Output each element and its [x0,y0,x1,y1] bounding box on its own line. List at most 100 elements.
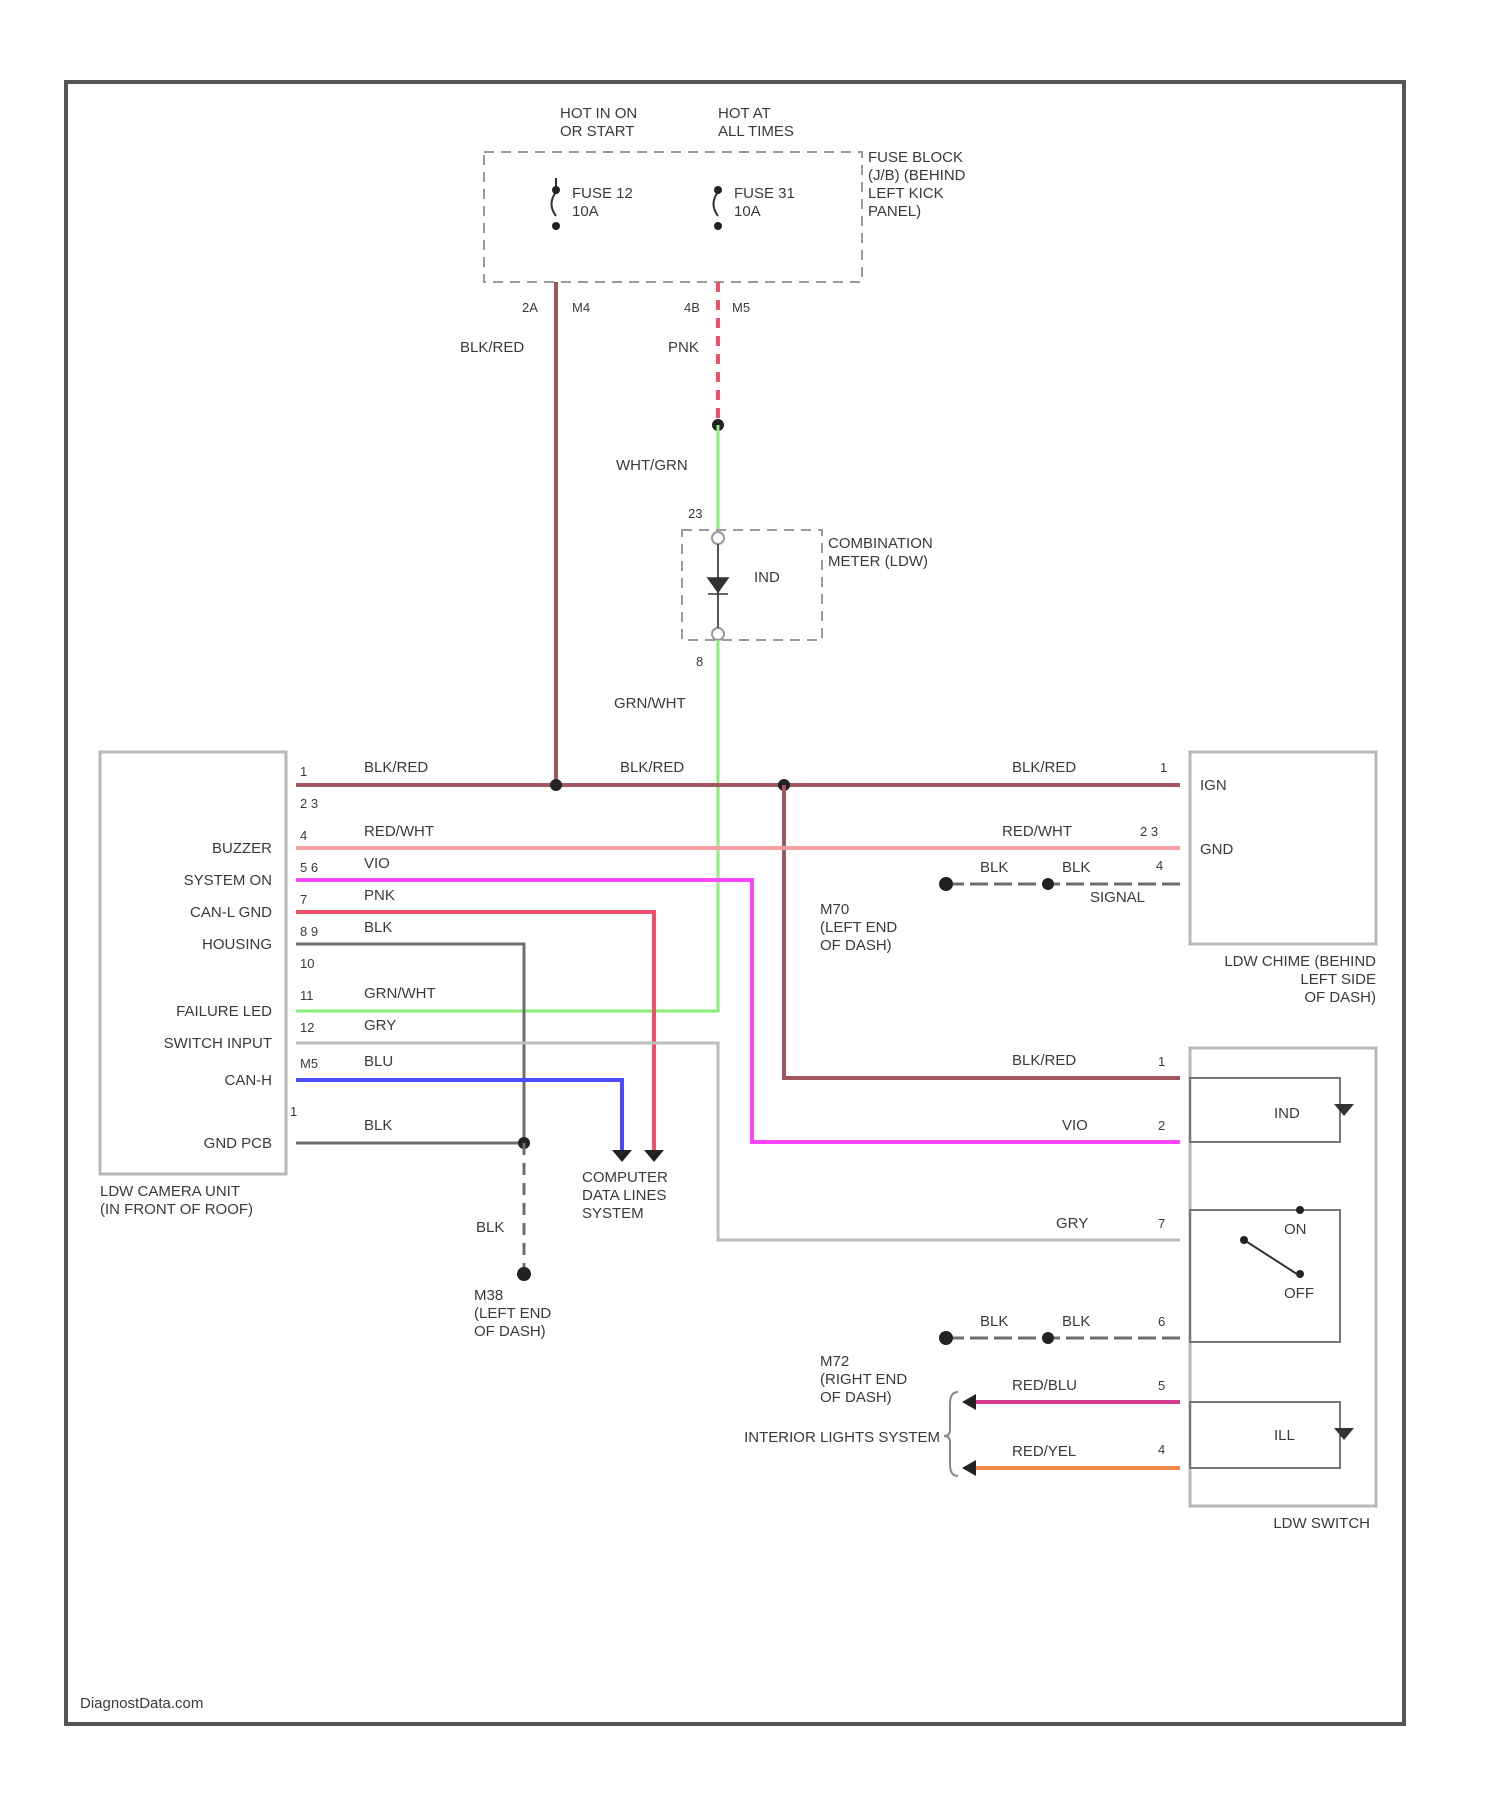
chime-signal-label: SIGNAL [1090,889,1145,906]
switch-contact-on [1296,1206,1304,1214]
camera-row-housing: HOUSING [202,936,272,953]
camera-pin-11: 11 [300,988,314,1003]
wire-label-blu: BLU [364,1053,393,1070]
fuse-pin-2a: 2A [522,300,538,315]
camera-row-buzzer: BUZZER [212,840,272,857]
ground-m70-icon [939,877,953,891]
fuse-a-icon [552,192,557,216]
wire-label-blk-red-a: BLK/RED [364,759,428,776]
switch-ill-led-icon [1334,1428,1354,1440]
interior-lights-bracket [944,1392,958,1476]
chime-pin-2-3: 2 3 [1140,824,1158,839]
camera-row-can-h: CAN-H [225,1072,273,1089]
wire-label-vio-a: VIO [364,855,390,872]
wire-label-blk-red-feed: BLK/RED [460,339,524,356]
switch-on-label: ON [1284,1221,1307,1238]
switch-ill-box [1190,1402,1340,1468]
chime-ign-label: IGN [1200,777,1227,794]
wire-label-blk-red-c: BLK/RED [1012,759,1076,776]
camera-pin-1-gnd: 1 [290,1104,297,1119]
fuse-a-terminal-top [552,186,560,194]
camera-pin-1: 1 [300,764,307,779]
switch-blade [1244,1240,1300,1276]
camera-pin-5-6: 5 6 [300,860,318,875]
wire-pnk-canl [296,912,654,1150]
camera-pin-8-9: 8 9 [300,924,318,939]
ldw-switch-label: LDW SWITCH [1273,1515,1370,1532]
chime-pin-1: 1 [1160,760,1167,775]
arrow-red-yel-icon [962,1460,976,1476]
switch-pin-5: 5 [1158,1378,1165,1393]
wire-label-blk-chime-b: BLK [1062,859,1090,876]
fuse-pin-m4: M4 [572,300,590,315]
led-indicator-icon [708,578,728,594]
wire-label-red-yel: RED/YEL [1012,1443,1076,1460]
chime-label: LDW CHIME (BEHINDLEFT SIDEOF DASH) [1224,953,1376,1006]
fuse-block-outline [484,152,862,282]
switch-ill-label: ILL [1274,1427,1295,1444]
ground-m72-icon [939,1331,953,1345]
wire-label-red-blu: RED/BLU [1012,1377,1077,1394]
ground-m38-icon [517,1267,531,1281]
meter-pin-top: 23 [688,506,702,521]
wire-label-blk-chime-a: BLK [980,859,1008,876]
splice-blk-red-1 [550,779,562,791]
arrow-pnk-icon [644,1150,664,1162]
ldw-camera-unit: LDW CAMERA UNIT(IN FRONT OF ROOF) BUZZER… [100,752,318,1218]
wire-label-blk-m38: BLK [476,1219,504,1236]
wire-label-pnk-feed: PNK [668,339,699,356]
camera-row-switch-input: SWITCH INPUT [164,1035,272,1052]
wire-label-pnk-canl: PNK [364,887,395,904]
camera-pin-2-3: 2 3 [300,796,318,811]
chime-gnd-label: GND [1200,841,1234,858]
switch-pin-6: 6 [1158,1314,1165,1329]
switch-toggle-box [1190,1210,1340,1342]
meter-connector-top [712,532,724,544]
switch-pivot [1240,1236,1248,1244]
fuse-a-terminal-bottom [552,222,560,230]
wire-label-gry-b: GRY [1056,1215,1088,1232]
switch-ground-splice [1042,1332,1054,1344]
camera-pin-7: 7 [300,892,307,907]
meter-pin-bottom: 8 [696,654,703,669]
switch-pin-4: 4 [1158,1442,1165,1457]
wire-label-red-wht-a: RED/WHT [364,823,434,840]
camera-row-can-l-gnd: CAN-L GND [190,904,272,921]
switch-ind-label: IND [1274,1105,1300,1122]
camera-row-system-on: SYSTEM ON [184,872,272,889]
switch-ind-box [1190,1078,1340,1142]
switch-pin-2: 2 [1158,1118,1165,1133]
camera-pin-12: 12 [300,1020,314,1035]
wire-label-red-wht-b: RED/WHT [1002,823,1072,840]
ldw-chime: IGN GND 1 2 3 4 SIGNAL LDW CHIME (BEHIND… [1090,752,1376,1006]
watermark: DiagnostData.com [80,1695,203,1712]
chime-ground-splice [1042,878,1054,890]
camera-pin-m5: M5 [300,1056,318,1071]
switch-led-icon [1334,1104,1354,1116]
arrow-blu-icon [612,1150,632,1162]
fuse-b-icon [714,192,719,216]
wire-label-blk-switch-b: BLK [1062,1313,1090,1330]
wire-label-blk-housing: BLK [364,919,392,936]
switch-off-label: OFF [1284,1285,1314,1302]
camera-row-failure-led: FAILURE LED [176,1003,272,1020]
ldw-switch: LDW SWITCH IND ON OFF ILL 1 2 7 6 5 4 [1158,1048,1376,1532]
chime-pin-4: 4 [1156,858,1163,873]
camera-pin-4: 4 [300,828,307,843]
wire-label-vio-b: VIO [1062,1117,1088,1134]
meter-connector-bottom [712,628,724,640]
meter-outline [682,530,822,640]
interior-lights-label: INTERIOR LIGHTS SYSTEM [744,1429,940,1446]
switch-pin-1: 1 [1158,1054,1165,1069]
camera-unit-label: LDW CAMERA UNIT(IN FRONT OF ROOF) [100,1183,253,1218]
wire-label-gry-a: GRY [364,1017,396,1034]
